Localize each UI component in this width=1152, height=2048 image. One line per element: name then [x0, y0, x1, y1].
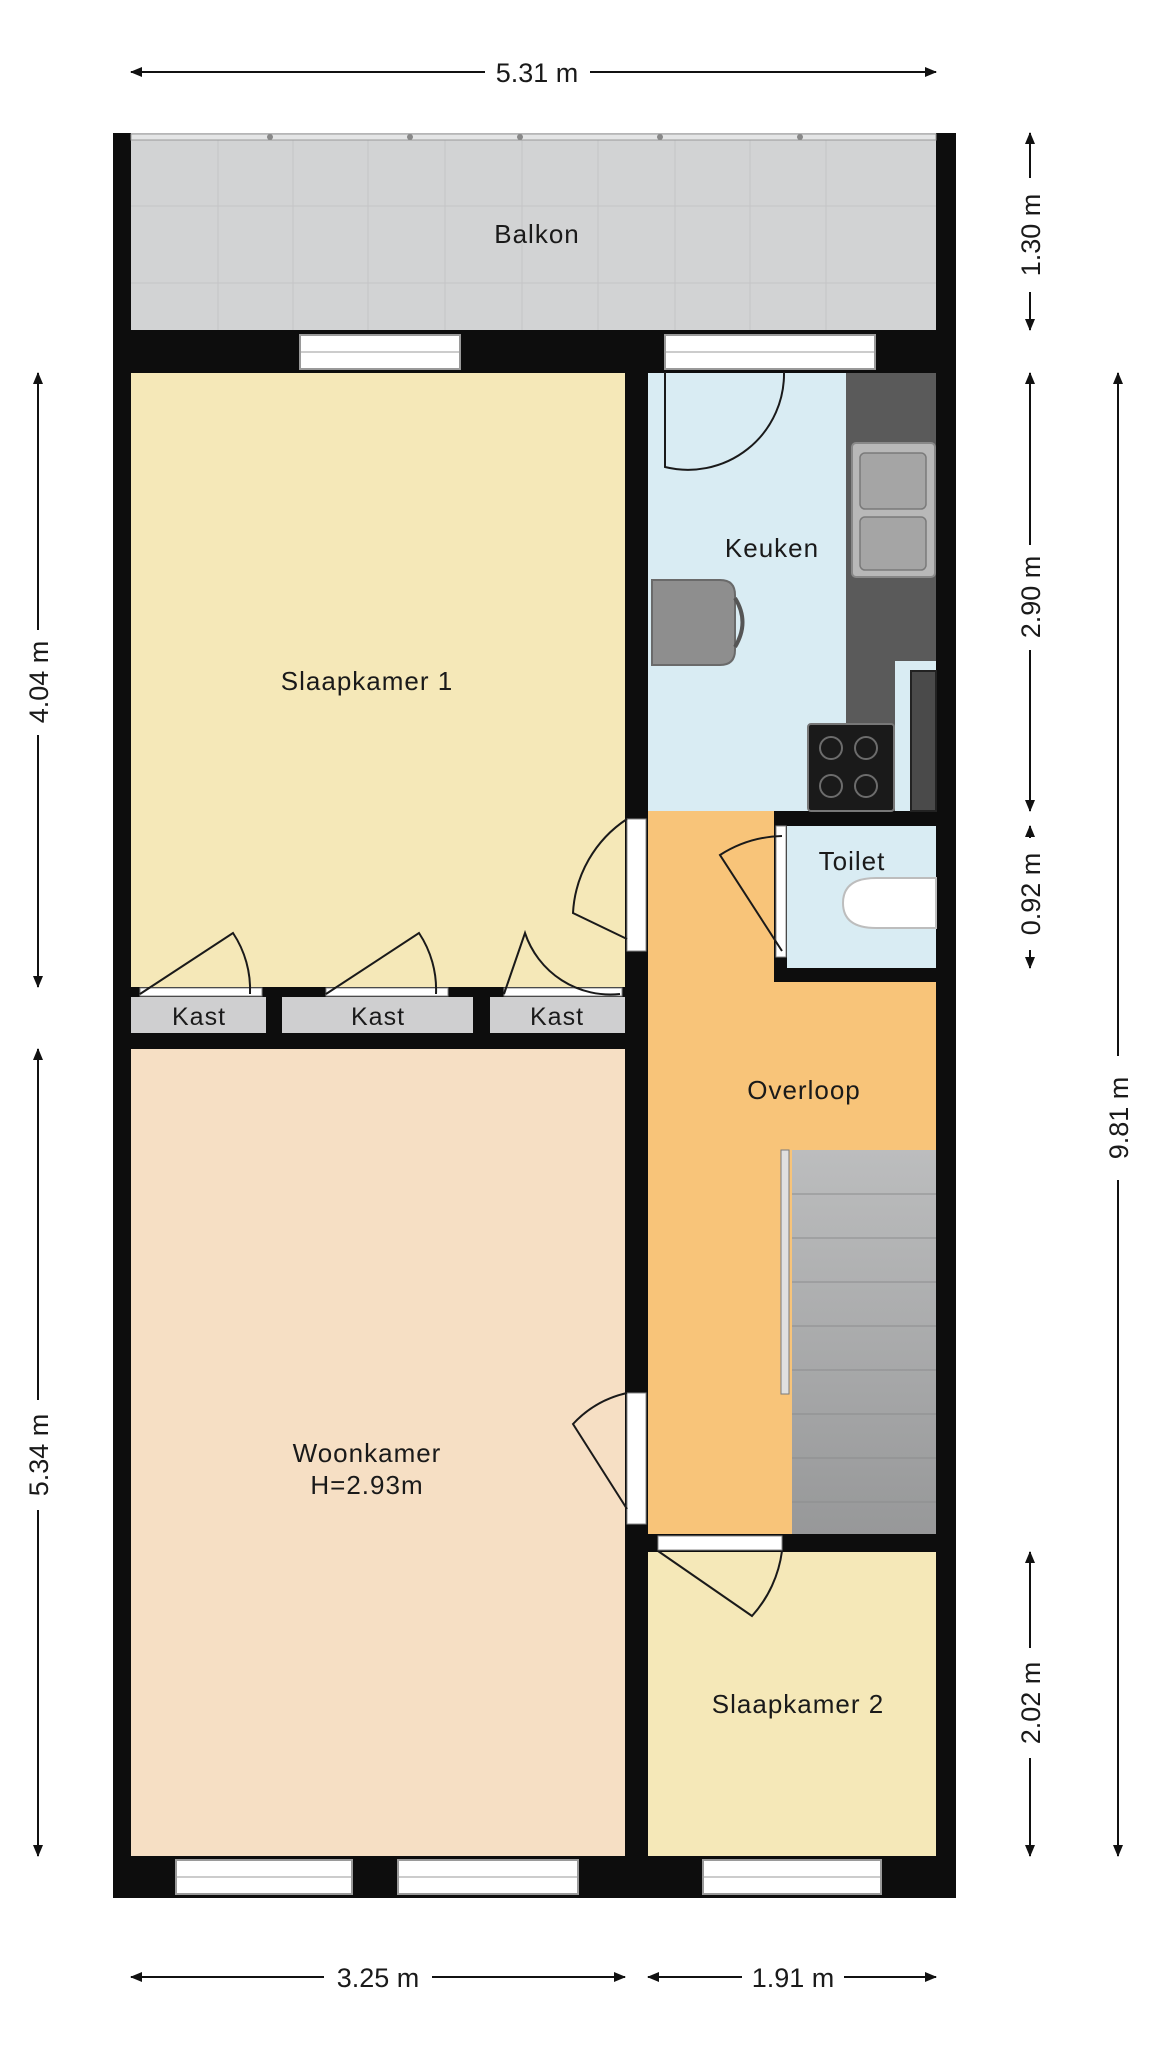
kast1-label: Kast: [172, 1003, 226, 1031]
door-kast2: [325, 931, 438, 995]
dim-right-bottom-width: 1.91 m: [752, 1963, 835, 1993]
stairs: [792, 1150, 936, 1534]
chair-icon: [733, 596, 745, 649]
window-glazing: [176, 351, 881, 1878]
stove-icon: [807, 723, 895, 812]
dim-total-depth: 9.81 m: [1104, 1077, 1134, 1160]
sink-basin-upper: [859, 452, 927, 510]
door-openings: [139, 818, 787, 1551]
toilet-label: Toilet: [819, 846, 886, 876]
kast1-floor: [131, 997, 266, 1033]
dim-toilet-depth: 0.92 m: [1016, 853, 1046, 936]
stair-steps: [792, 1193, 936, 1503]
kast2-floor: [282, 997, 473, 1033]
dim-slaapkamer2-depth: 2.02 m: [1016, 1662, 1046, 1745]
woonkamer-height-label: H=2.93m: [310, 1470, 423, 1500]
stove-burners: [819, 736, 878, 798]
slaapkamer2-floor: [648, 1552, 936, 1856]
balkon-label: Balkon: [494, 219, 580, 249]
slaapkamer2-label: Slaapkamer 2: [712, 1689, 884, 1719]
toilet-bowl-icon: [841, 877, 937, 929]
door-woonkamer: [571, 1392, 628, 1510]
fridge-icon: [910, 670, 937, 812]
door-keuken: [664, 371, 786, 471]
dim-left-bottom-width: 3.25 m: [337, 1963, 420, 1993]
door-kast3: [503, 929, 621, 996]
door-swings: [139, 371, 786, 1618]
door-kast1: [139, 931, 252, 995]
railing-posts: [267, 134, 803, 140]
overloop-label: Overloop: [747, 1075, 861, 1105]
sink-basin-lower: [859, 516, 927, 571]
woonkamer-floor: [131, 1049, 625, 1856]
dim-woonkamer-depth: 5.34 m: [24, 1414, 54, 1497]
kitchen-table-icon: [651, 579, 736, 666]
door-toilet: [718, 835, 783, 952]
dim-slaapkamer1-depth: 4.04 m: [24, 641, 54, 724]
door-slaapkamer2: [657, 1550, 783, 1618]
slaapkamer1-floor: [131, 373, 625, 987]
dim-balkon-depth: 1.30 m: [1016, 194, 1046, 277]
kast3-label: Kast: [530, 1003, 584, 1031]
kast3-floor: [490, 997, 625, 1033]
balkon-tile-grid: [131, 140, 936, 330]
woonkamer-label: Woonkamer: [293, 1438, 442, 1468]
balkon-railing: [130, 133, 937, 141]
keuken-label: Keuken: [725, 533, 819, 563]
stair-handrail: [780, 1149, 790, 1395]
door-slaapkamer1: [571, 818, 628, 940]
kast2-label: Kast: [351, 1003, 405, 1031]
slaapkamer1-label: Slaapkamer 1: [281, 666, 453, 696]
balkon-floor: [131, 133, 936, 330]
dimension-lines: [33, 67, 1123, 1982]
dim-top-width: 5.31 m: [496, 58, 579, 88]
dim-keuken-depth: 2.90 m: [1016, 556, 1046, 639]
